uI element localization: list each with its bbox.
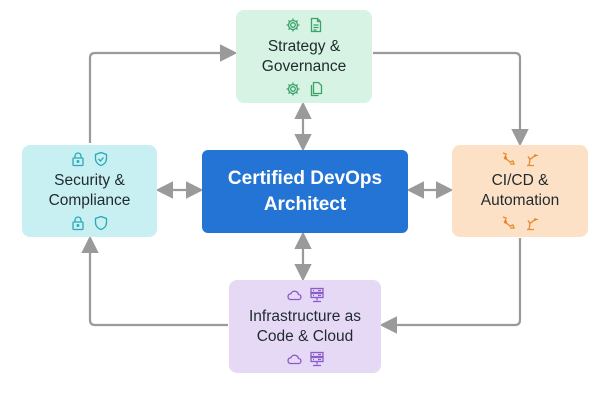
server-icon bbox=[309, 351, 324, 366]
node-label: Strategy & Governance bbox=[261, 37, 347, 75]
gear-icon bbox=[286, 18, 299, 31]
node-cicd-automation: CI/CD & Automation bbox=[452, 145, 588, 237]
cycle-arrow-cicd-to-infra bbox=[379, 238, 522, 334]
gear-icon bbox=[286, 82, 299, 95]
cloud-icon bbox=[286, 354, 302, 364]
cycle-arrow-infra-to-security bbox=[81, 235, 228, 327]
robot-arm-icon bbox=[526, 218, 538, 231]
document-icon bbox=[310, 17, 321, 32]
cycle-arrow-security-to-strategy bbox=[88, 44, 238, 143]
robot-arm-icon bbox=[502, 216, 515, 229]
center-title: Certified DevOps Architect bbox=[227, 167, 383, 215]
lock-icon bbox=[72, 152, 84, 167]
node-label: Security & Compliance bbox=[48, 172, 131, 209]
node-label: CI/CD & Automation bbox=[480, 172, 560, 209]
server-icon bbox=[309, 287, 324, 302]
node-security-compliance: Security & Compliance bbox=[22, 145, 157, 237]
robot-arm-icon bbox=[526, 154, 538, 167]
cloud-icon bbox=[286, 290, 302, 300]
lock-icon bbox=[72, 216, 84, 231]
node-strategy-governance: Strategy & Governance bbox=[236, 10, 372, 103]
copy-documents-icon bbox=[310, 81, 322, 96]
center-node-certified-devops-architect: Certified DevOps Architect bbox=[202, 150, 408, 233]
cycle-arrow-strategy-to-cicd bbox=[373, 51, 529, 147]
shield-check-icon bbox=[94, 151, 108, 167]
node-label: Infrastructure as Code & Cloud bbox=[249, 307, 361, 345]
shield-icon bbox=[94, 215, 108, 231]
node-infrastructure-as-code-cloud: Infrastructure as Code & Cloud bbox=[229, 280, 381, 373]
robot-arm-icon bbox=[502, 152, 515, 165]
